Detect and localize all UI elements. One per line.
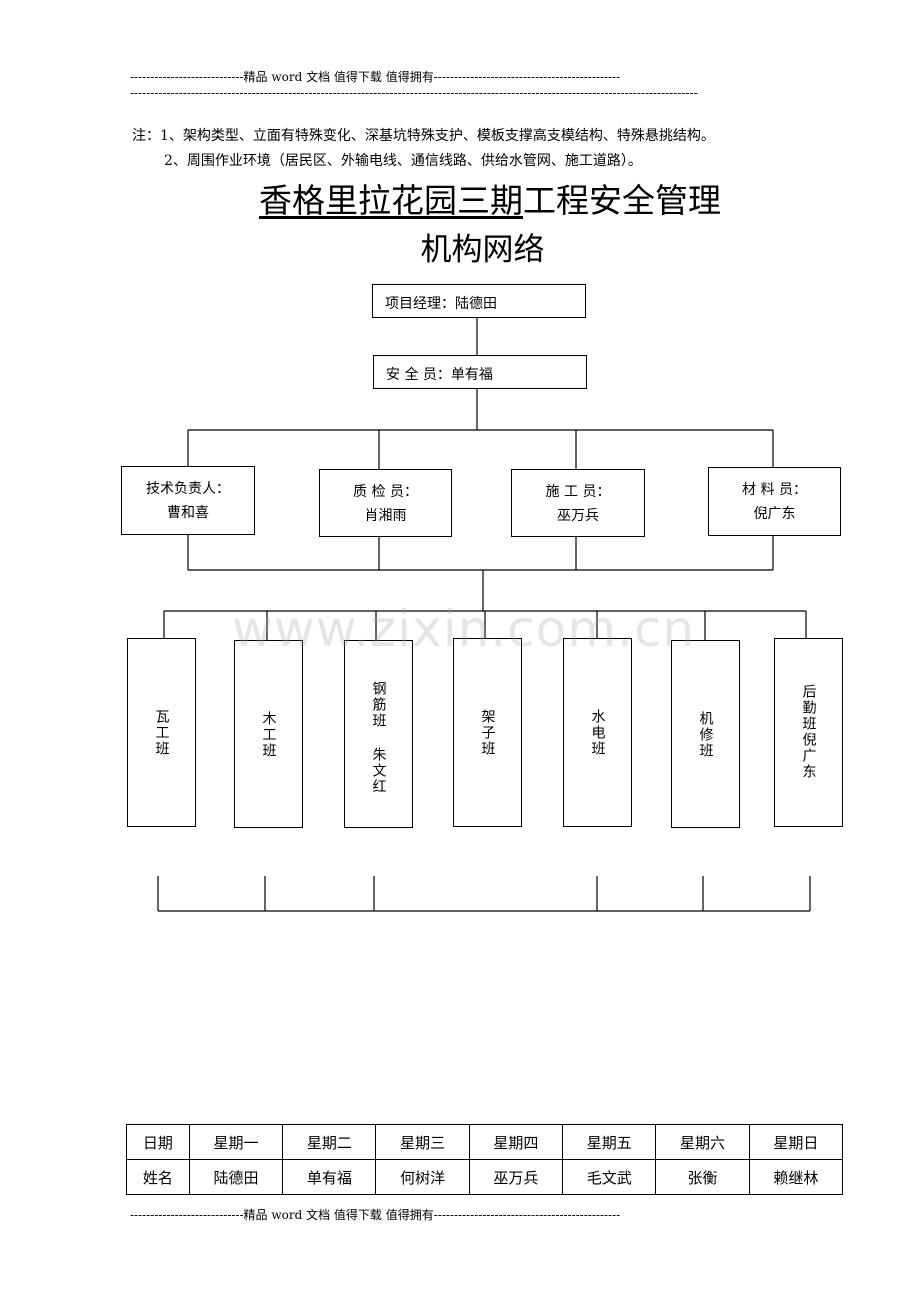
table-cell: 星期四 [468,1124,564,1160]
safety-officer-box: 安 全 员：单有福 [373,355,587,389]
role-box-construction: 施 工 员： 巫万兵 [511,469,645,537]
title-project-name: 香格里拉花园三期 [259,181,523,220]
page-title: 香格里拉花园三期工程安全管理 [0,174,920,222]
team-box-plumbing-electrical: 水电班 [563,638,632,827]
role-name: 巫万兵 [557,508,599,524]
role-name: 曹和喜 [167,505,209,521]
table-cell: 姓名 [126,1159,190,1195]
team-box-masonry: 瓦工班 [127,638,196,827]
project-manager-label: 项目经理：陆德田 [385,296,497,312]
table-cell: 日期 [126,1124,190,1160]
role-title: 施 工 员： [545,484,611,500]
team-label: 水电班 [589,709,606,757]
role-name: 肖湘雨 [364,508,407,524]
table-cell: 单有福 [282,1159,377,1195]
page-title-line2: 机构网络 [420,232,545,268]
team-label: 架子班 [479,709,496,757]
table-cell: 星期日 [748,1124,844,1160]
team-box-machine-repair: 机修班 [671,640,740,828]
table-cell: 何树洋 [375,1159,470,1195]
table-cell: 毛文武 [562,1159,657,1195]
table-cell: 张衡 [655,1159,750,1195]
team-label: 钢筋班 朱文红 [370,681,387,795]
table-row: 姓名 陆德田 单有福 何树洋 巫万兵 毛文武 张衡 赖继林 [126,1159,844,1195]
team-label: 瓦工班 [153,709,170,757]
role-name: 倪广东 [753,506,796,522]
team-label: 木工班 [260,711,277,759]
team-label: 后勤班倪广东 [800,684,817,780]
role-box-quality: 质 检 员： 肖湘雨 [319,469,452,537]
table-cell: 陆德田 [188,1159,284,1195]
role-box-materials: 材 料 员： 倪广东 [708,467,841,536]
safety-officer-label: 安 全 员：单有福 [386,367,493,383]
note-line-1: 注：1、架构类型、立面有特殊变化、深基坑特殊支护、模板支撑高支模结构、特殊悬挑结… [132,128,715,144]
duty-roster-table: 日期 星期一 星期二 星期三 星期四 星期五 星期六 星期日 姓名 陆德田 单有… [126,1124,844,1195]
table-cell: 星期五 [562,1124,657,1160]
role-title: 质 检 员： [353,484,418,500]
team-box-carpentry: 木工班 [234,640,303,828]
table-cell: 星期一 [188,1124,284,1160]
team-box-logistics: 后勤班倪广东 [774,638,843,827]
team-label: 机修班 [697,711,714,759]
role-title: 技术负责人： [146,481,230,497]
team-box-rebar: 钢筋班 朱文红 [344,640,413,828]
role-title: 材 料 员： [742,482,807,498]
table-cell: 星期二 [282,1124,377,1160]
team-box-scaffolding: 架子班 [453,638,522,827]
note-line-2: 2、周围作业环境（居民区、外输电线、通信线路、供给水管网、施工道路）。 [164,153,642,169]
title-rest: 工程安全管理 [523,181,721,220]
table-cell: 星期六 [655,1124,750,1160]
table-cell: 星期三 [375,1124,470,1160]
role-box-technical: 技术负责人： 曹和喜 [121,466,255,535]
header-divider: ----------------------------------------… [130,86,698,100]
table-row: 日期 星期一 星期二 星期三 星期四 星期五 星期六 星期日 [126,1124,844,1160]
footer-banner: ----------------------------精品 word 文档 值… [130,1208,621,1222]
watermark: www.zixin.com.cn [232,600,696,658]
header-banner: ----------------------------精品 word 文档 值… [130,70,621,84]
project-manager-box: 项目经理：陆德田 [372,284,586,318]
table-cell: 赖继林 [748,1159,844,1195]
table-cell: 巫万兵 [468,1159,564,1195]
